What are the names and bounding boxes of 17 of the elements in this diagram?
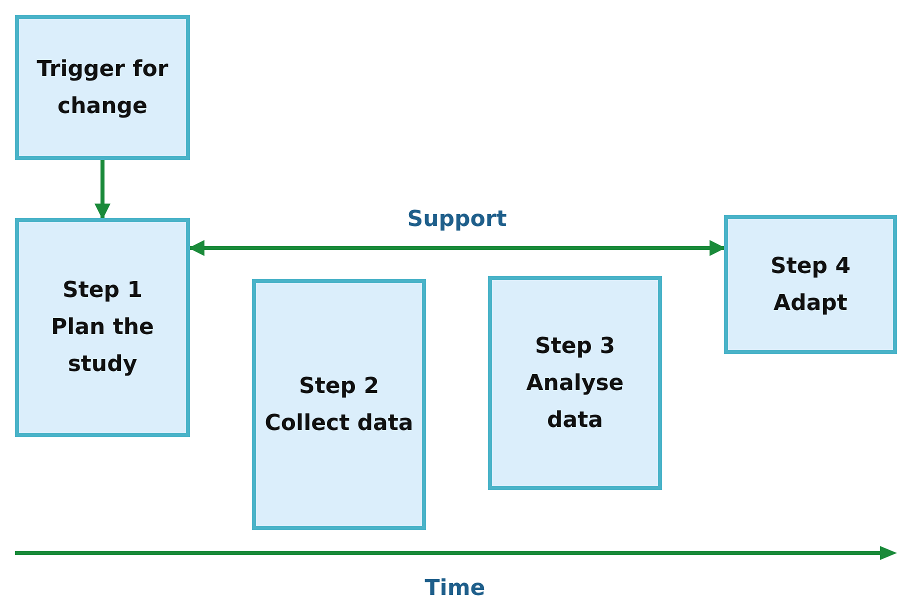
process-box (724, 215, 897, 354)
box-text: Collect data (264, 410, 414, 438)
box-text: Step 3 (535, 332, 615, 360)
axis-label: Time (424, 576, 486, 601)
box-text: Analyse data (525, 370, 625, 434)
box-text: Step 2 (299, 372, 379, 400)
arrow (188, 240, 726, 256)
process-box (252, 279, 426, 530)
box-text: Adapt (774, 290, 848, 318)
process-box (15, 15, 190, 160)
arrow (94, 160, 110, 220)
box-text: Trigger for change (36, 56, 170, 120)
process-box (488, 276, 662, 490)
box-text: Step 4 (770, 252, 850, 280)
box-text: Step 1 (62, 277, 142, 305)
process-box (15, 218, 190, 437)
box-text: Plan the study (50, 314, 155, 379)
